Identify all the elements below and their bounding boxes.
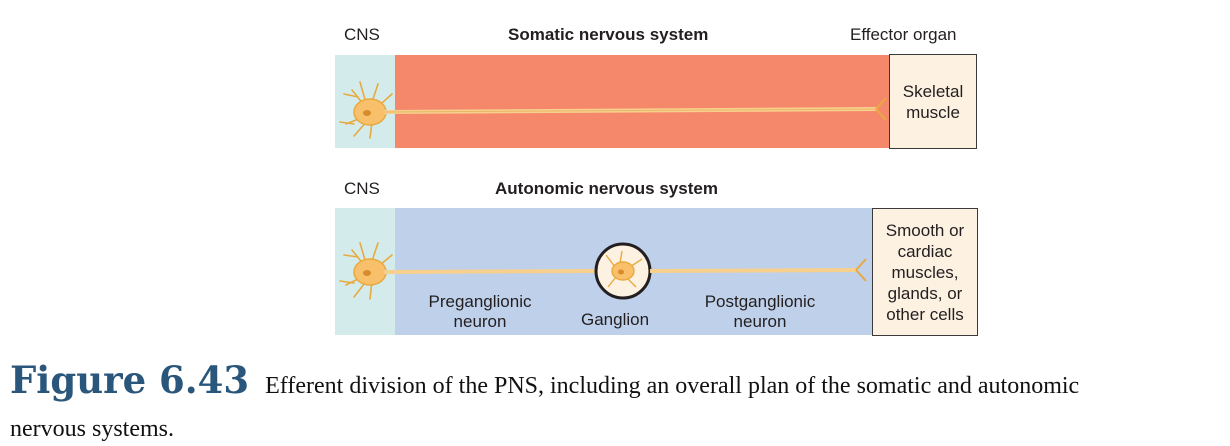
- autonomic-neurons: [339, 242, 867, 300]
- smooth-cardiac-muscle-box: Smooth or cardiac muscles, glands, or ot…: [872, 208, 978, 336]
- skeletal-muscle-box: Skeletal muscle: [889, 54, 977, 149]
- figure-caption: Figure 6.43 Efferent division of the PNS…: [10, 358, 1225, 402]
- somatic-effector-label: Effector organ: [850, 25, 957, 44]
- caption-text: Efferent division of the PNS, including …: [265, 373, 1080, 399]
- somatic-pathway-band: [395, 55, 890, 148]
- autonomic-cns-label: CNS: [344, 179, 380, 198]
- postganglionic-neuron-label: Postganglionic neuron: [704, 292, 816, 331]
- somatic-title: Somatic nervous system: [508, 25, 709, 44]
- caption-text-line2: nervous systems.: [10, 416, 174, 442]
- preganglionic-neuron-label: Preganglionic neuron: [428, 292, 532, 331]
- autonomic-title: Autonomic nervous system: [495, 179, 718, 198]
- figure-number: Figure 6.43: [10, 358, 250, 402]
- somatic-neuron: [339, 81, 887, 139]
- ganglion-label: Ganglion: [581, 310, 650, 329]
- somatic-cns-label: CNS: [344, 25, 380, 44]
